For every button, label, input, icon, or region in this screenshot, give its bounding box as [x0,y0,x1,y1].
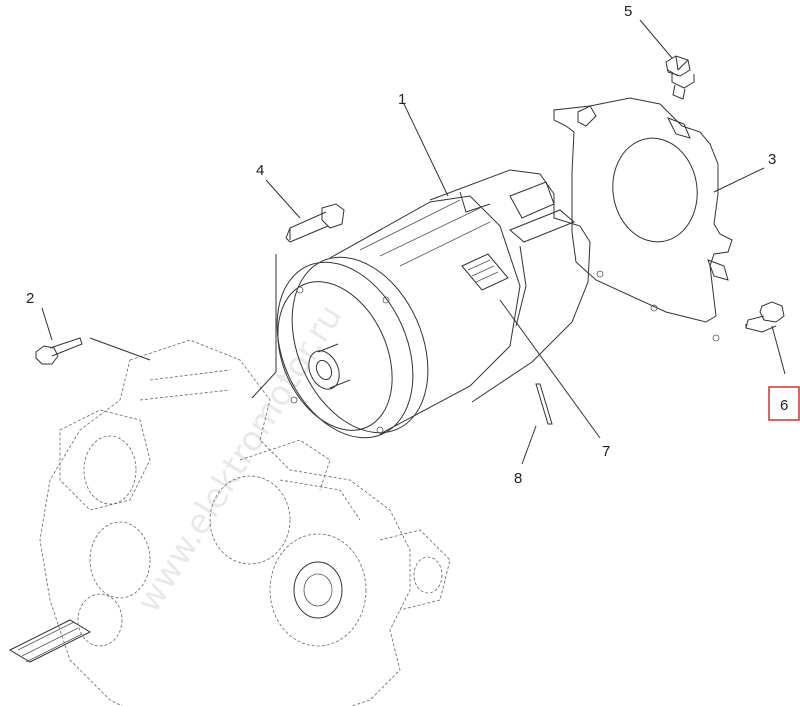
bolt-part-5[interactable] [665,55,695,100]
electric-motor-part-1[interactable] [251,169,591,459]
mounting-plate-part-3[interactable] [553,97,733,342]
callout-2: 2 [26,290,34,307]
callout-8: 8 [514,470,522,487]
callout-5: 5 [624,3,632,20]
callout-1: 1 [398,91,406,108]
callout-6-highlight-box [768,386,800,421]
gearbox-housing [8,339,451,706]
callout-7: 7 [602,443,610,460]
callout-4: 4 [256,162,264,179]
bolt-part-4[interactable] [285,203,345,243]
callout-6: 6 [780,397,788,414]
bolt-part-2[interactable] [35,337,83,365]
leader-lines [41,19,786,465]
bolt-part-6[interactable] [745,301,785,333]
key-part-8[interactable] [535,383,553,425]
callout-3: 3 [768,151,776,168]
watermark: www.elektromotor.ru [129,298,351,620]
